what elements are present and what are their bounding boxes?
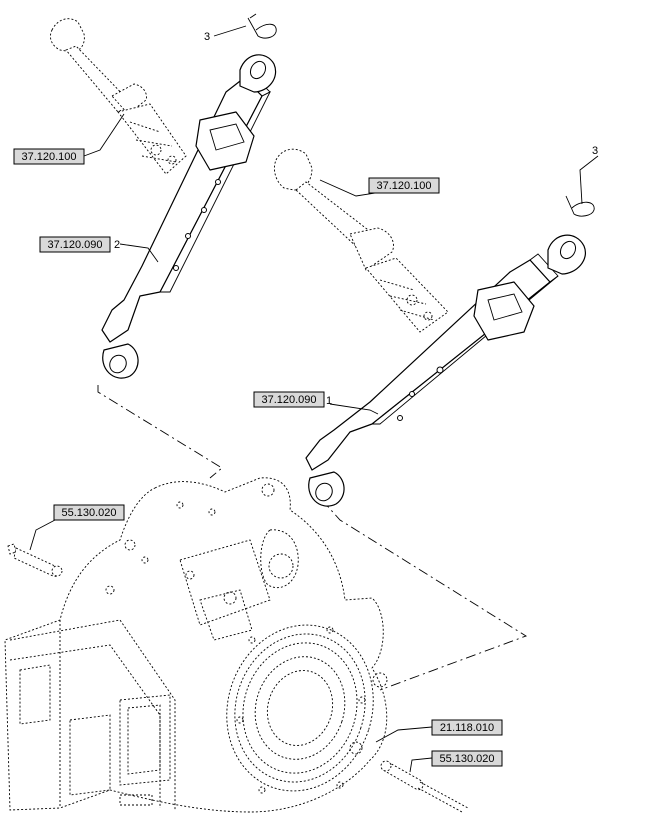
transmission-housing xyxy=(4,477,388,813)
flange-ring xyxy=(226,624,374,792)
callout-ref-housing: 21.118.010 xyxy=(431,719,503,736)
callout-text: 55.130.020 xyxy=(61,507,116,519)
item-number-clip-top: 3 xyxy=(204,31,210,43)
stabilizer-mid-right xyxy=(273,148,449,333)
callout-ref-mid-right-stabilizer: 37.120.100 xyxy=(368,177,440,194)
callout-text: 37.120.100 xyxy=(21,151,76,163)
callout-ref-left-pin: 55.130.020 xyxy=(53,504,125,521)
assembly-path-line xyxy=(97,385,223,479)
callout-text: 21.118.010 xyxy=(440,722,494,734)
callout-ref-right-pin: 55.130.020 xyxy=(431,750,503,767)
callout-ref-left-link: 37.120.090 xyxy=(39,236,111,253)
assembly-path-line-right xyxy=(321,499,528,691)
pin-left xyxy=(7,543,63,577)
callout-ref-top-left-stabilizer: 37.120.100 xyxy=(13,148,85,165)
item-number-link-right: 1 xyxy=(326,395,332,407)
item-number-link-left: 2 xyxy=(114,239,120,251)
callout-text: 55.130.020 xyxy=(439,753,494,765)
callout-text: 37.120.090 xyxy=(47,239,102,251)
clip-right xyxy=(565,195,595,217)
lower-link-left xyxy=(101,54,277,379)
item-number-clip-right: 3 xyxy=(592,145,598,157)
lower-link-right xyxy=(305,234,586,507)
callout-ref-right-link: 37.120.090 xyxy=(253,391,325,408)
callout-text: 37.120.090 xyxy=(261,394,316,406)
clip-top xyxy=(247,13,277,39)
stabilizer-top-left xyxy=(49,18,187,175)
pin-right xyxy=(380,760,469,813)
callout-text: 37.120.100 xyxy=(376,180,431,192)
